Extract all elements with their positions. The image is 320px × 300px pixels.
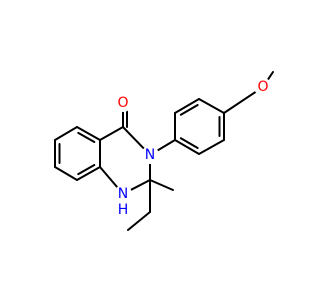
bond-p2-p3 xyxy=(198,139,225,155)
bond-p4-p5 xyxy=(198,98,225,114)
bond-methoxy-o-ch3 xyxy=(266,71,274,82)
bond-p1-p2-inner xyxy=(179,137,199,150)
bonds-layer xyxy=(54,71,274,231)
methoxy-oxygen-label: O xyxy=(257,79,268,95)
bond-c4-n3 xyxy=(122,126,146,151)
bond-c8-c8a-inner xyxy=(77,164,96,176)
atom-carbonyl-oxygen: O xyxy=(114,94,132,112)
bond-c8-c8a xyxy=(76,166,101,181)
bond-n1-c2 xyxy=(129,179,151,192)
bond-p5-p6 xyxy=(174,98,200,114)
bond-c7-c8 xyxy=(54,166,78,181)
atom-ring-nitrogen-n3: N xyxy=(141,146,159,164)
atom-labels-layer: O N N H O xyxy=(114,78,272,218)
n1-hydrogen-label: H xyxy=(118,202,129,218)
bond-c4-c4a xyxy=(99,126,124,141)
ring-nitrogen-n1-label: N xyxy=(118,186,128,202)
bond-n3-phenyl xyxy=(155,139,176,152)
bond-c4a-c5 xyxy=(76,126,101,141)
bond-c4a-c5-inner xyxy=(77,131,96,143)
atom-ring-nitrogen-n1: N xyxy=(114,185,132,203)
molecule-structure-diagram: O N N H O xyxy=(54,71,274,231)
bond-c2-methyl xyxy=(149,179,174,191)
bond-c8a-n1 xyxy=(99,166,119,189)
bond-ethyl-ch2-ch3 xyxy=(127,211,151,231)
atom-methoxy-oxygen: O xyxy=(254,78,272,96)
bond-c5-c6 xyxy=(54,126,78,141)
atom-n1-hydrogen: H xyxy=(118,202,129,218)
ring-nitrogen-n3-label: N xyxy=(145,147,155,163)
bond-p1-p2 xyxy=(174,139,200,155)
carbonyl-oxygen-label: O xyxy=(117,95,128,111)
bond-p4-methoxy-o xyxy=(223,90,258,114)
bond-p5-p6-inner xyxy=(179,103,199,116)
